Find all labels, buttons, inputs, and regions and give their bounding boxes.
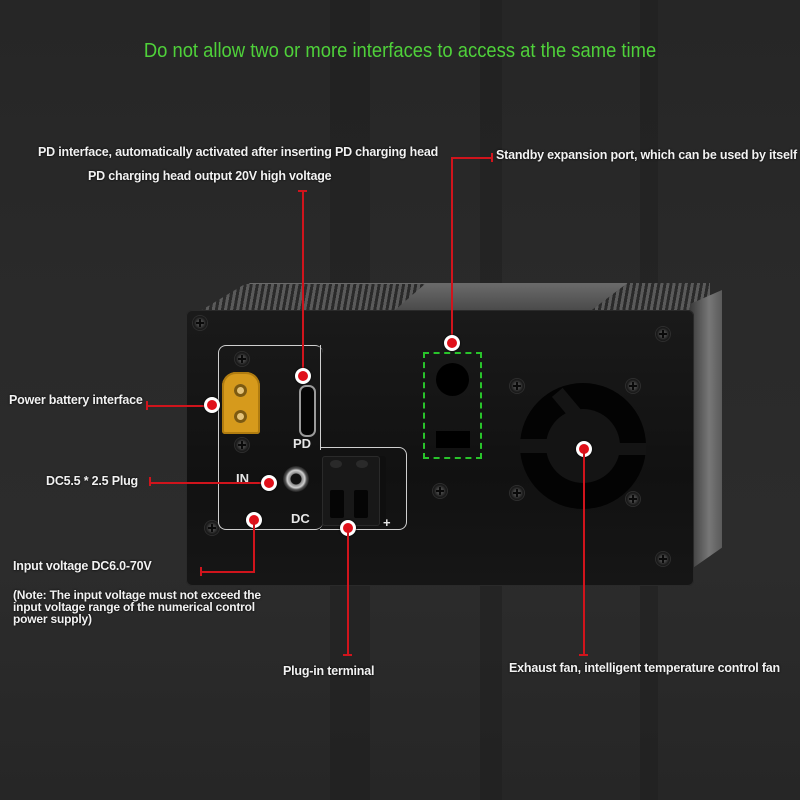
- silk-dc: DC: [291, 511, 310, 526]
- panel-outline: [320, 447, 407, 530]
- screw-icon: [656, 552, 670, 566]
- standby-round-hole: [436, 363, 469, 396]
- label-exhaust-fan: Exhaust fan, intelligent temperature con…: [509, 661, 780, 675]
- device-side: [690, 290, 722, 570]
- callout-line-battery: [146, 405, 212, 407]
- callout-line-input: [200, 571, 255, 573]
- label-pd-output: PD charging head output 20V high voltage: [88, 169, 332, 183]
- panel-outline: [218, 345, 323, 530]
- callout-dot-standby: [444, 335, 460, 351]
- screw-icon: [510, 379, 524, 393]
- callout-cap: [200, 567, 202, 576]
- screw-icon: [656, 327, 670, 341]
- silk-plus: +: [383, 515, 391, 530]
- label-standby-port: Standby expansion port, which can be use…: [496, 148, 797, 162]
- callout-dot-battery: [204, 397, 220, 413]
- panel-outline: [320, 345, 321, 450]
- screw-icon: [235, 438, 249, 452]
- dc-jack: [283, 466, 309, 492]
- callout-cap: [579, 654, 588, 656]
- callout-line-terminal: [347, 528, 349, 655]
- callout-line-standby: [451, 157, 453, 342]
- xt60-battery-connector: [222, 372, 260, 434]
- screw-icon: [626, 492, 640, 506]
- silk-pd: PD: [293, 436, 312, 451]
- screw-icon: [510, 486, 524, 500]
- callout-line-pd: [302, 190, 304, 376]
- callout-line-dc-plug: [149, 482, 269, 484]
- screw-icon: [235, 352, 249, 366]
- warning-text: Do not allow two or more interfaces to a…: [143, 40, 657, 62]
- standby-rect-hole: [436, 431, 470, 448]
- plug-in-terminal: [322, 456, 380, 526]
- callout-line-standby: [451, 157, 493, 159]
- label-plug-in-terminal: Plug-in terminal: [283, 664, 375, 678]
- callout-dot-pd: [295, 368, 311, 384]
- screw-icon: [205, 521, 219, 535]
- callout-line-fan: [583, 449, 585, 655]
- screw-icon: [433, 484, 447, 498]
- usb-c-pd-port: [299, 385, 316, 437]
- callout-dot-dc-plug: [261, 475, 277, 491]
- standby-expansion-port: [423, 352, 482, 459]
- screw-icon: [626, 379, 640, 393]
- screw-icon: [193, 316, 207, 330]
- callout-cap: [149, 477, 151, 486]
- label-dc-plug: DC5.5 * 2.5 Plug: [46, 474, 138, 488]
- callout-line-input: [253, 520, 255, 572]
- label-input-voltage: Input voltage DC6.0-70V: [13, 559, 152, 573]
- label-input-note: (Note: The input voltage must not exceed…: [13, 588, 261, 626]
- label-pd-interface: PD interface, automatically activated af…: [38, 145, 439, 159]
- label-power-battery: Power battery interface: [9, 393, 143, 407]
- callout-cap: [343, 654, 352, 656]
